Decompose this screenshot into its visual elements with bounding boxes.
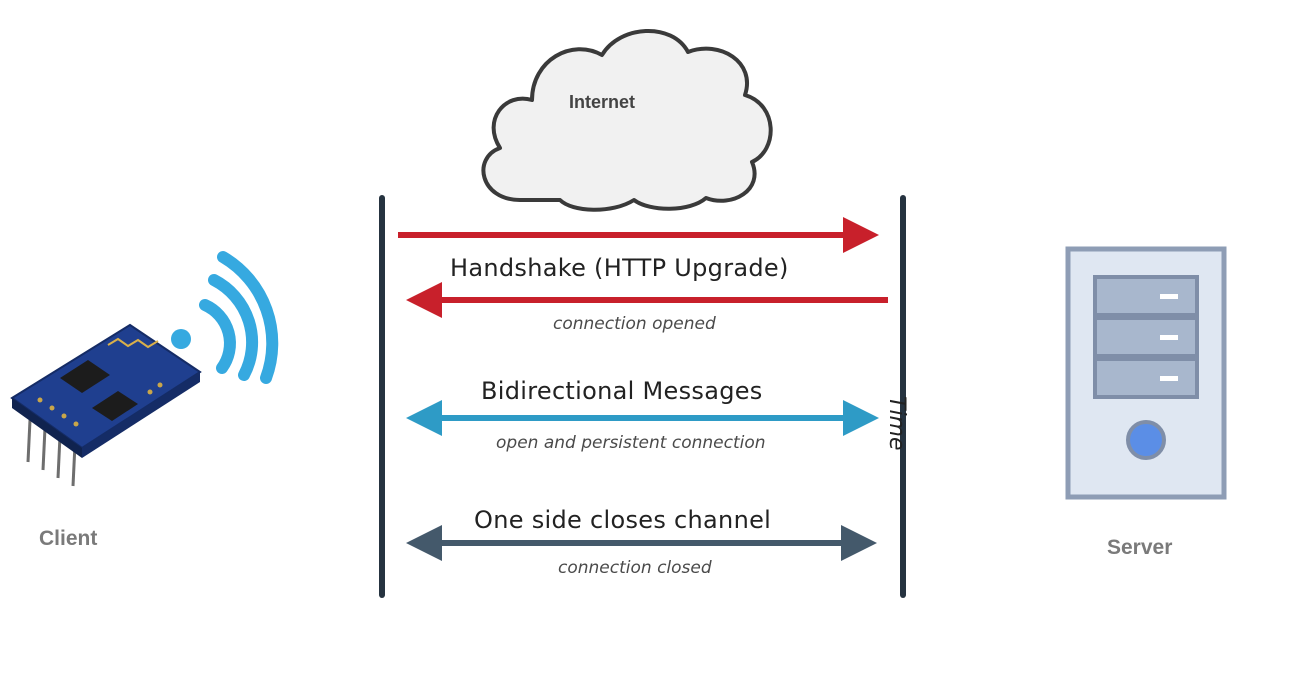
close-subtitle: connection closed: [558, 558, 712, 578]
time-label: Time: [884, 396, 909, 451]
client-board-icon: [10, 323, 202, 487]
client-label: Client: [39, 527, 98, 550]
internet-cloud-icon: [481, 29, 773, 212]
server-label: Server: [1107, 536, 1173, 559]
handshake-subtitle: connection opened: [553, 314, 716, 334]
bidirectional-subtitle: open and persistent connection: [496, 433, 766, 453]
wifi-signal-icon: [171, 251, 279, 384]
bidirectional-title: Bidirectional Messages: [481, 377, 763, 405]
server-icon: [1065, 246, 1227, 500]
close-title: One side closes channel: [474, 506, 772, 534]
handshake-title: Handshake (HTTP Upgrade): [450, 254, 789, 282]
internet-label: Internet: [569, 92, 636, 112]
